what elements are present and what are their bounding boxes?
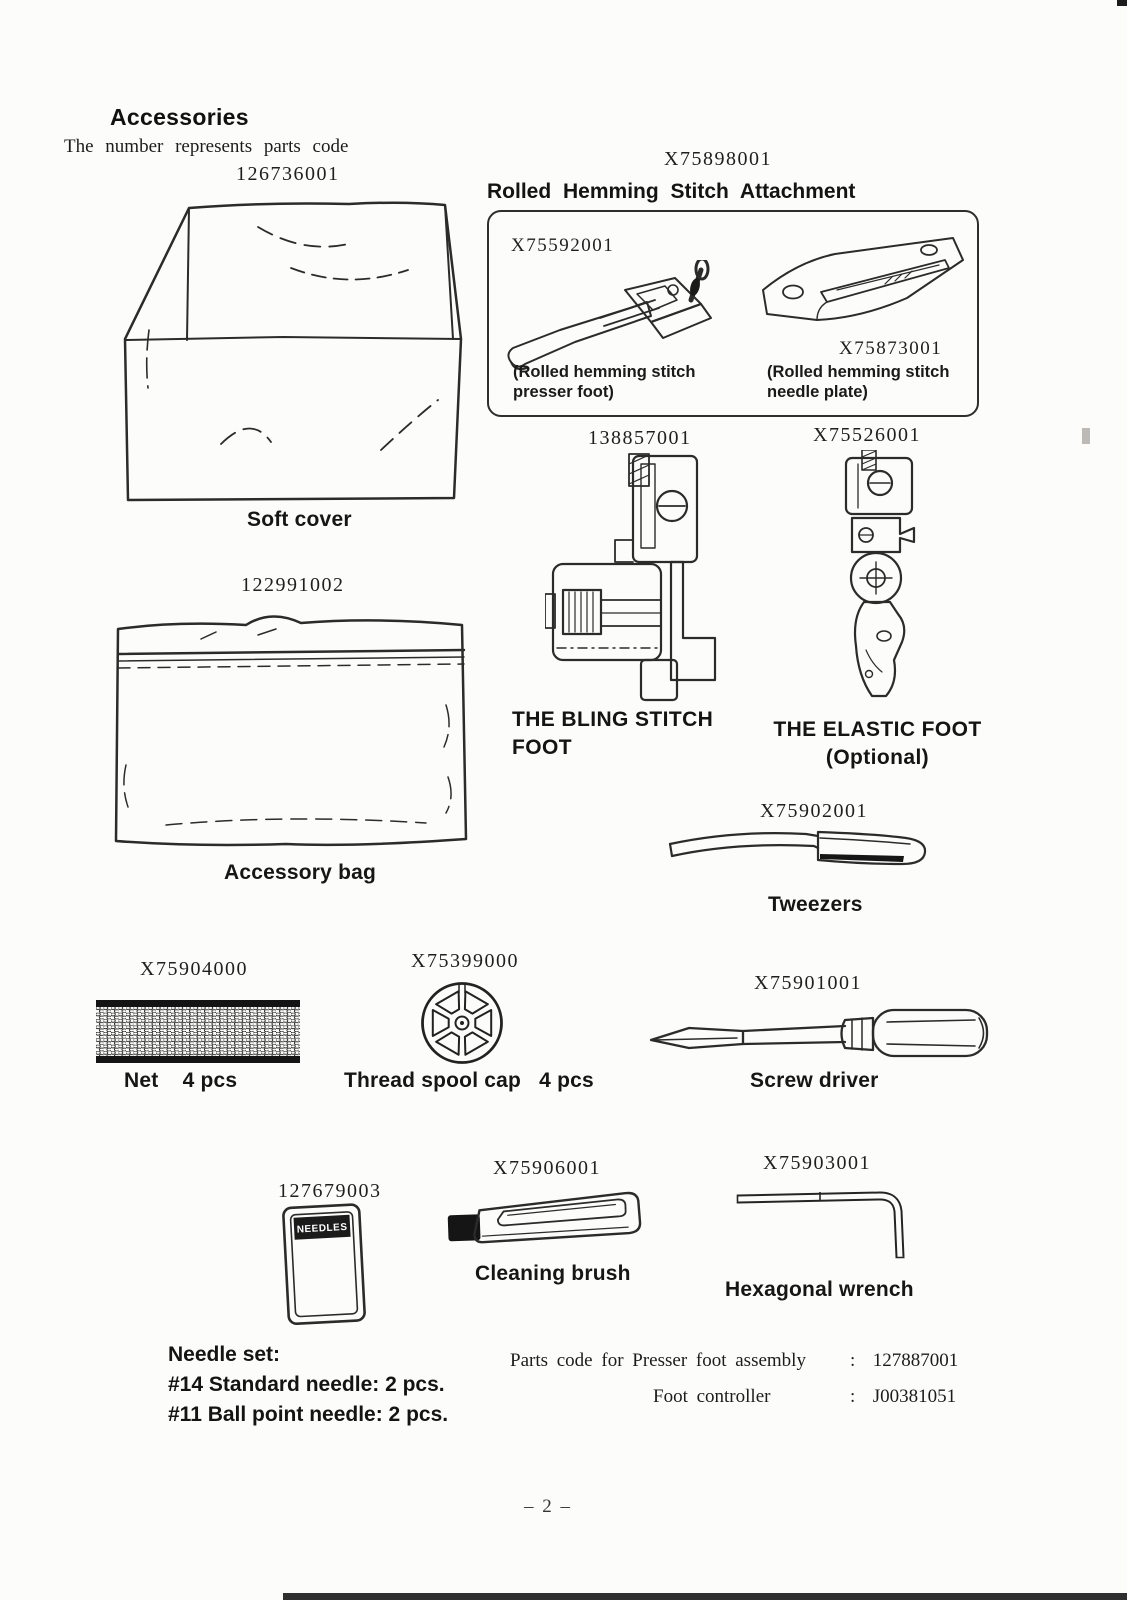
presser-foot-caption-line1: (Rolled hemming stitch — [513, 363, 696, 381]
hexagonal-wrench-illustration — [736, 1191, 905, 1259]
part-code-tweezers: X75902001 — [760, 800, 868, 822]
part-code-soft-cover: 126736001 — [236, 163, 340, 185]
part-code-attachment: X75898001 — [664, 148, 772, 170]
needle-set-line1: #14 Standard needle: 2 pcs. — [168, 1373, 445, 1396]
scan-artifact-bottom — [283, 1593, 1127, 1600]
part-code-elastic-foot: X75526001 — [813, 424, 921, 446]
blind-stitch-foot-label-line1: THE BLING STITCH — [512, 708, 714, 731]
blind-stitch-foot-illustration — [545, 453, 717, 702]
part-code-hexagonal-wrench: X75903001 — [763, 1152, 871, 1174]
page-title: Accessories — [110, 104, 249, 130]
presser-foot-illustration — [507, 260, 712, 371]
hexagonal-wrench-label: Hexagonal wrench — [725, 1278, 914, 1301]
part-code-needle-set: 127679003 — [278, 1180, 382, 1202]
elastic-foot-optional-note: (Optional) — [825, 746, 930, 769]
parts-code-line2-value: : J00381051 — [850, 1386, 957, 1407]
thread-spool-cap-label: Thread spool cap 4 pcs — [344, 1069, 594, 1092]
screw-driver-label: Screw driver — [750, 1069, 879, 1092]
elastic-foot-label: THE ELASTIC FOOT (Optional) — [755, 716, 1000, 772]
part-code-blind-stitch-foot: 138857001 — [588, 427, 692, 449]
needle-package-illustration: NEEDLES — [282, 1203, 366, 1326]
parts-code-line1-label: Parts code for Presser foot assembly — [510, 1350, 806, 1371]
needle-package-print: NEEDLES — [297, 1222, 348, 1236]
needle-plate-caption-line1: (Rolled hemming stitch — [767, 363, 950, 381]
needle-plate-caption: (Rolled hemming stitch needle plate) — [767, 362, 949, 402]
scan-artifact-edge — [1082, 428, 1090, 444]
thread-spool-cap-illustration — [421, 982, 503, 1064]
cleaning-brush-illustration — [447, 1191, 642, 1244]
tweezers-label: Tweezers — [768, 893, 863, 916]
net-illustration — [96, 1000, 300, 1063]
blind-stitch-foot-label-line2: FOOT — [512, 736, 572, 759]
screw-driver-illustration — [649, 1008, 989, 1058]
part-code-cleaning-brush: X75906001 — [493, 1157, 601, 1179]
parts-code-line1-value: : 127887001 — [850, 1350, 959, 1371]
elastic-foot-label-text: THE ELASTIC FOOT — [773, 718, 982, 741]
parts-code-line2-label: Foot controller — [653, 1386, 771, 1407]
part-code-needle-plate: X75873001 — [839, 338, 943, 359]
soft-cover-illustration — [123, 201, 463, 502]
part-code-presser-foot: X75592001 — [511, 235, 615, 256]
cleaning-brush-label: Cleaning brush — [475, 1262, 631, 1285]
part-code-screw-driver: X75901001 — [754, 972, 862, 994]
attachment-box: X75592001 (Rolled hemming stitch presser … — [487, 210, 979, 417]
needle-plate-illustration — [762, 237, 964, 321]
page-subtitle: The number represents parts code — [64, 136, 349, 157]
attachment-title: Rolled Hemming Stitch Attachment — [487, 180, 856, 203]
needle-set-title: Needle set: — [168, 1343, 281, 1366]
part-code-thread-spool-cap: X75399000 — [411, 950, 519, 972]
soft-cover-label: Soft cover — [247, 508, 352, 531]
net-label: Net 4 pcs — [124, 1069, 238, 1092]
accessory-bag-illustration — [114, 615, 468, 847]
elastic-foot-illustration — [844, 450, 916, 698]
needle-plate-caption-line2: needle plate) — [767, 383, 868, 401]
presser-foot-caption-line2: presser foot) — [513, 383, 614, 401]
accessory-bag-label: Accessory bag — [224, 861, 377, 884]
blind-stitch-foot-label: THE BLING STITCH FOOT — [512, 706, 713, 762]
needle-set-line2: #11 Ball point needle: 2 pcs. — [168, 1403, 449, 1426]
page-number: – 2 – — [524, 1496, 572, 1517]
part-code-accessory-bag: 122991002 — [241, 574, 345, 596]
tweezers-illustration — [668, 830, 927, 866]
presser-foot-caption: (Rolled hemming stitch presser foot) — [513, 362, 695, 402]
part-code-net: X75904000 — [140, 958, 248, 980]
scan-artifact-corner — [1117, 0, 1127, 6]
needle-set-details: Needle set: #14 Standard needle: 2 pcs. #1… — [168, 1340, 448, 1430]
